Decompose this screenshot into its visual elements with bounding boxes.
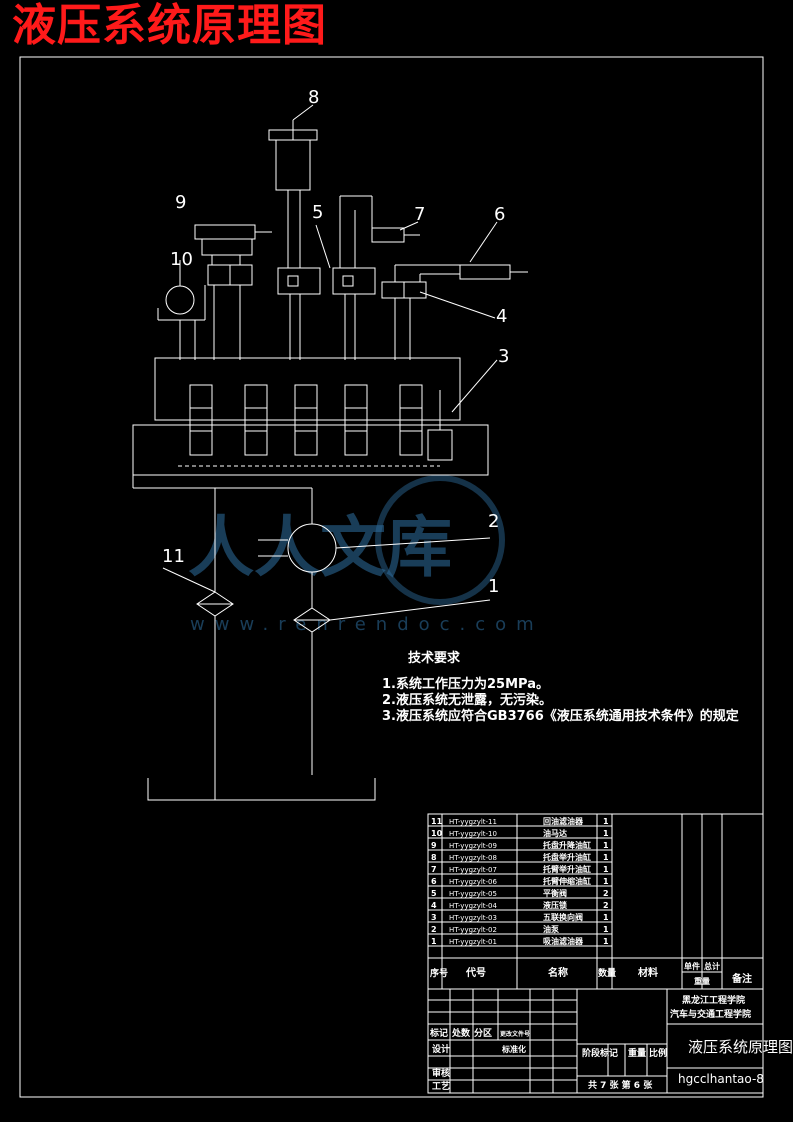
title-block-text: 黑龙江工程学院 汽车与交通工程学院 液压系统原理图 hgcclhantao-8 … xyxy=(429,994,793,1092)
parts-row-code: HT-yygzylt-07 xyxy=(449,866,497,874)
header-unit: 单件 xyxy=(684,961,700,971)
parts-row-no: 7 xyxy=(431,865,437,874)
parts-row-code: HT-yygzylt-11 xyxy=(449,818,497,826)
parts-row-qty: 1 xyxy=(603,817,609,826)
header-name: 名称 xyxy=(548,966,568,979)
parts-row-name: 油泵 xyxy=(543,924,559,934)
parts-row-name: 回油滤油器 xyxy=(543,816,584,826)
tech-item-2: 2.液压系统无泄露，无污染。 xyxy=(382,692,552,708)
schematic-lines xyxy=(132,104,528,801)
parts-row-qty: 2 xyxy=(603,889,609,898)
parts-row-no: 6 xyxy=(431,877,437,886)
header-weight: 重量 xyxy=(694,976,710,986)
callout-10: 10 xyxy=(170,249,193,270)
parts-row-qty: 1 xyxy=(603,937,609,946)
watermark-logo-ring xyxy=(375,475,505,605)
header-material: 材料 xyxy=(638,966,658,979)
tech-item-3: 3.液压系统应符合GB3766《液压系统通用技术条件》的规定 xyxy=(382,708,739,724)
parts-row-no: 3 xyxy=(431,913,437,922)
parts-row-name: 平衡阀 xyxy=(543,888,567,898)
parts-row-qty: 1 xyxy=(603,925,609,934)
drawing-name: 液压系统原理图 xyxy=(688,1038,793,1056)
parts-row-no: 4 xyxy=(431,901,437,910)
parts-row-name: 液压锁 xyxy=(543,900,567,910)
parts-row-code: HT-yygzylt-02 xyxy=(449,926,497,934)
header-qty: 数量 xyxy=(598,967,616,979)
page-title: 液压系统原理图 xyxy=(12,0,327,51)
callout-2: 2 xyxy=(488,511,499,532)
label-weight: 重量 xyxy=(628,1047,646,1059)
tech-requirements: 技术要求 1.系统工作压力为25MPa。 2.液压系统无泄露，无污染。 3.液压… xyxy=(382,650,739,724)
parts-row-qty: 1 xyxy=(603,913,609,922)
parts-row-qty: 1 xyxy=(603,877,609,886)
parts-row-code: HT-yygzylt-03 xyxy=(449,914,497,922)
parts-row-code: HT-yygzylt-04 xyxy=(449,902,498,910)
callout-7: 7 xyxy=(414,204,425,225)
header-total: 总计 xyxy=(704,961,720,971)
parts-row-no: 10 xyxy=(431,829,443,838)
parts-table-header: 序号 代号 名称 数量 材料 单件 总计 重量 备注 xyxy=(430,961,752,986)
parts-row-name: 油马达 xyxy=(543,828,567,838)
title-block-grid xyxy=(427,988,764,1094)
tech-heading: 技术要求 xyxy=(408,650,461,666)
label-design: 设计 xyxy=(432,1043,450,1055)
callout-labels: 8 9 5 7 6 10 4 3 2 1 11 xyxy=(162,87,509,597)
parts-row-code: HT-yygzylt-05 xyxy=(449,890,497,898)
parts-row-name: 托臂伸缩油缸 xyxy=(543,876,591,886)
header-code: 代号 xyxy=(465,966,486,979)
parts-row-no: 11 xyxy=(431,817,443,826)
callout-9: 9 xyxy=(175,192,186,213)
label-review: 审核 xyxy=(432,1067,450,1079)
parts-row-name: 五联换向阀 xyxy=(543,912,583,922)
label-mark: 标记 xyxy=(429,1027,448,1039)
parts-row-code: HT-yygzylt-10 xyxy=(449,830,497,838)
label-standard: 标准化 xyxy=(501,1044,526,1054)
header-no: 序号 xyxy=(430,967,448,979)
parts-row-name: 托盘升降油缸 xyxy=(543,840,591,850)
parts-row-qty: 1 xyxy=(603,841,609,850)
parts-row-code: HT-yygzylt-09 xyxy=(449,842,497,850)
parts-row-no: 1 xyxy=(431,937,437,946)
parts-row-code: HT-yygzylt-01 xyxy=(449,938,497,946)
tech-item-1: 1.系统工作压力为25MPa。 xyxy=(382,676,549,692)
label-stage: 阶段标记 xyxy=(582,1047,618,1059)
parts-row-qty: 1 xyxy=(603,865,609,874)
callout-11: 11 xyxy=(162,546,185,567)
header-remark: 备注 xyxy=(731,972,752,985)
label-process: 工艺 xyxy=(432,1080,450,1092)
watermark-logo-text: 人人文库 xyxy=(188,509,452,586)
parts-row-name: 托臂举升油缸 xyxy=(543,864,591,874)
callout-6: 6 xyxy=(494,204,505,225)
parts-row-qty: 1 xyxy=(603,829,609,838)
parts-row-no: 5 xyxy=(431,889,437,898)
parts-row-no: 8 xyxy=(431,853,437,862)
drawing-frame xyxy=(19,56,764,1098)
callout-5: 5 xyxy=(312,202,323,223)
label-count: 处数 xyxy=(451,1027,471,1039)
parts-row-no: 9 xyxy=(431,841,437,850)
parts-row-name: 吸油滤油器 xyxy=(543,936,584,946)
parts-row-code: HT-yygzylt-08 xyxy=(449,854,497,862)
parts-row-code: HT-yygzylt-06 xyxy=(449,878,498,886)
school-name: 黑龙江工程学院 xyxy=(682,994,745,1006)
parts-row-no: 2 xyxy=(431,925,437,934)
watermark: 人人文库 www.renrendoc.com xyxy=(188,475,544,635)
label-sheets: 共 7 张 第 6 张 xyxy=(588,1079,653,1091)
parts-row-name: 托盘举升油缸 xyxy=(543,852,591,862)
label-zone: 分区 xyxy=(474,1027,492,1039)
label-scale: 比例 xyxy=(649,1047,667,1059)
parts-table-grid xyxy=(427,813,764,990)
parts-row-qty: 2 xyxy=(603,901,609,910)
dept-name: 汽车与交通工程学院 xyxy=(670,1008,751,1020)
callout-1: 1 xyxy=(488,576,499,597)
label-doc: 更改文件号 xyxy=(500,1030,530,1038)
callout-3: 3 xyxy=(498,346,509,367)
callout-8: 8 xyxy=(308,87,319,108)
drawing-number: hgcclhantao-8 xyxy=(678,1072,764,1086)
parts-row-qty: 1 xyxy=(603,853,609,862)
watermark-url: www.renrendoc.com xyxy=(190,614,544,635)
callout-4: 4 xyxy=(496,306,507,327)
